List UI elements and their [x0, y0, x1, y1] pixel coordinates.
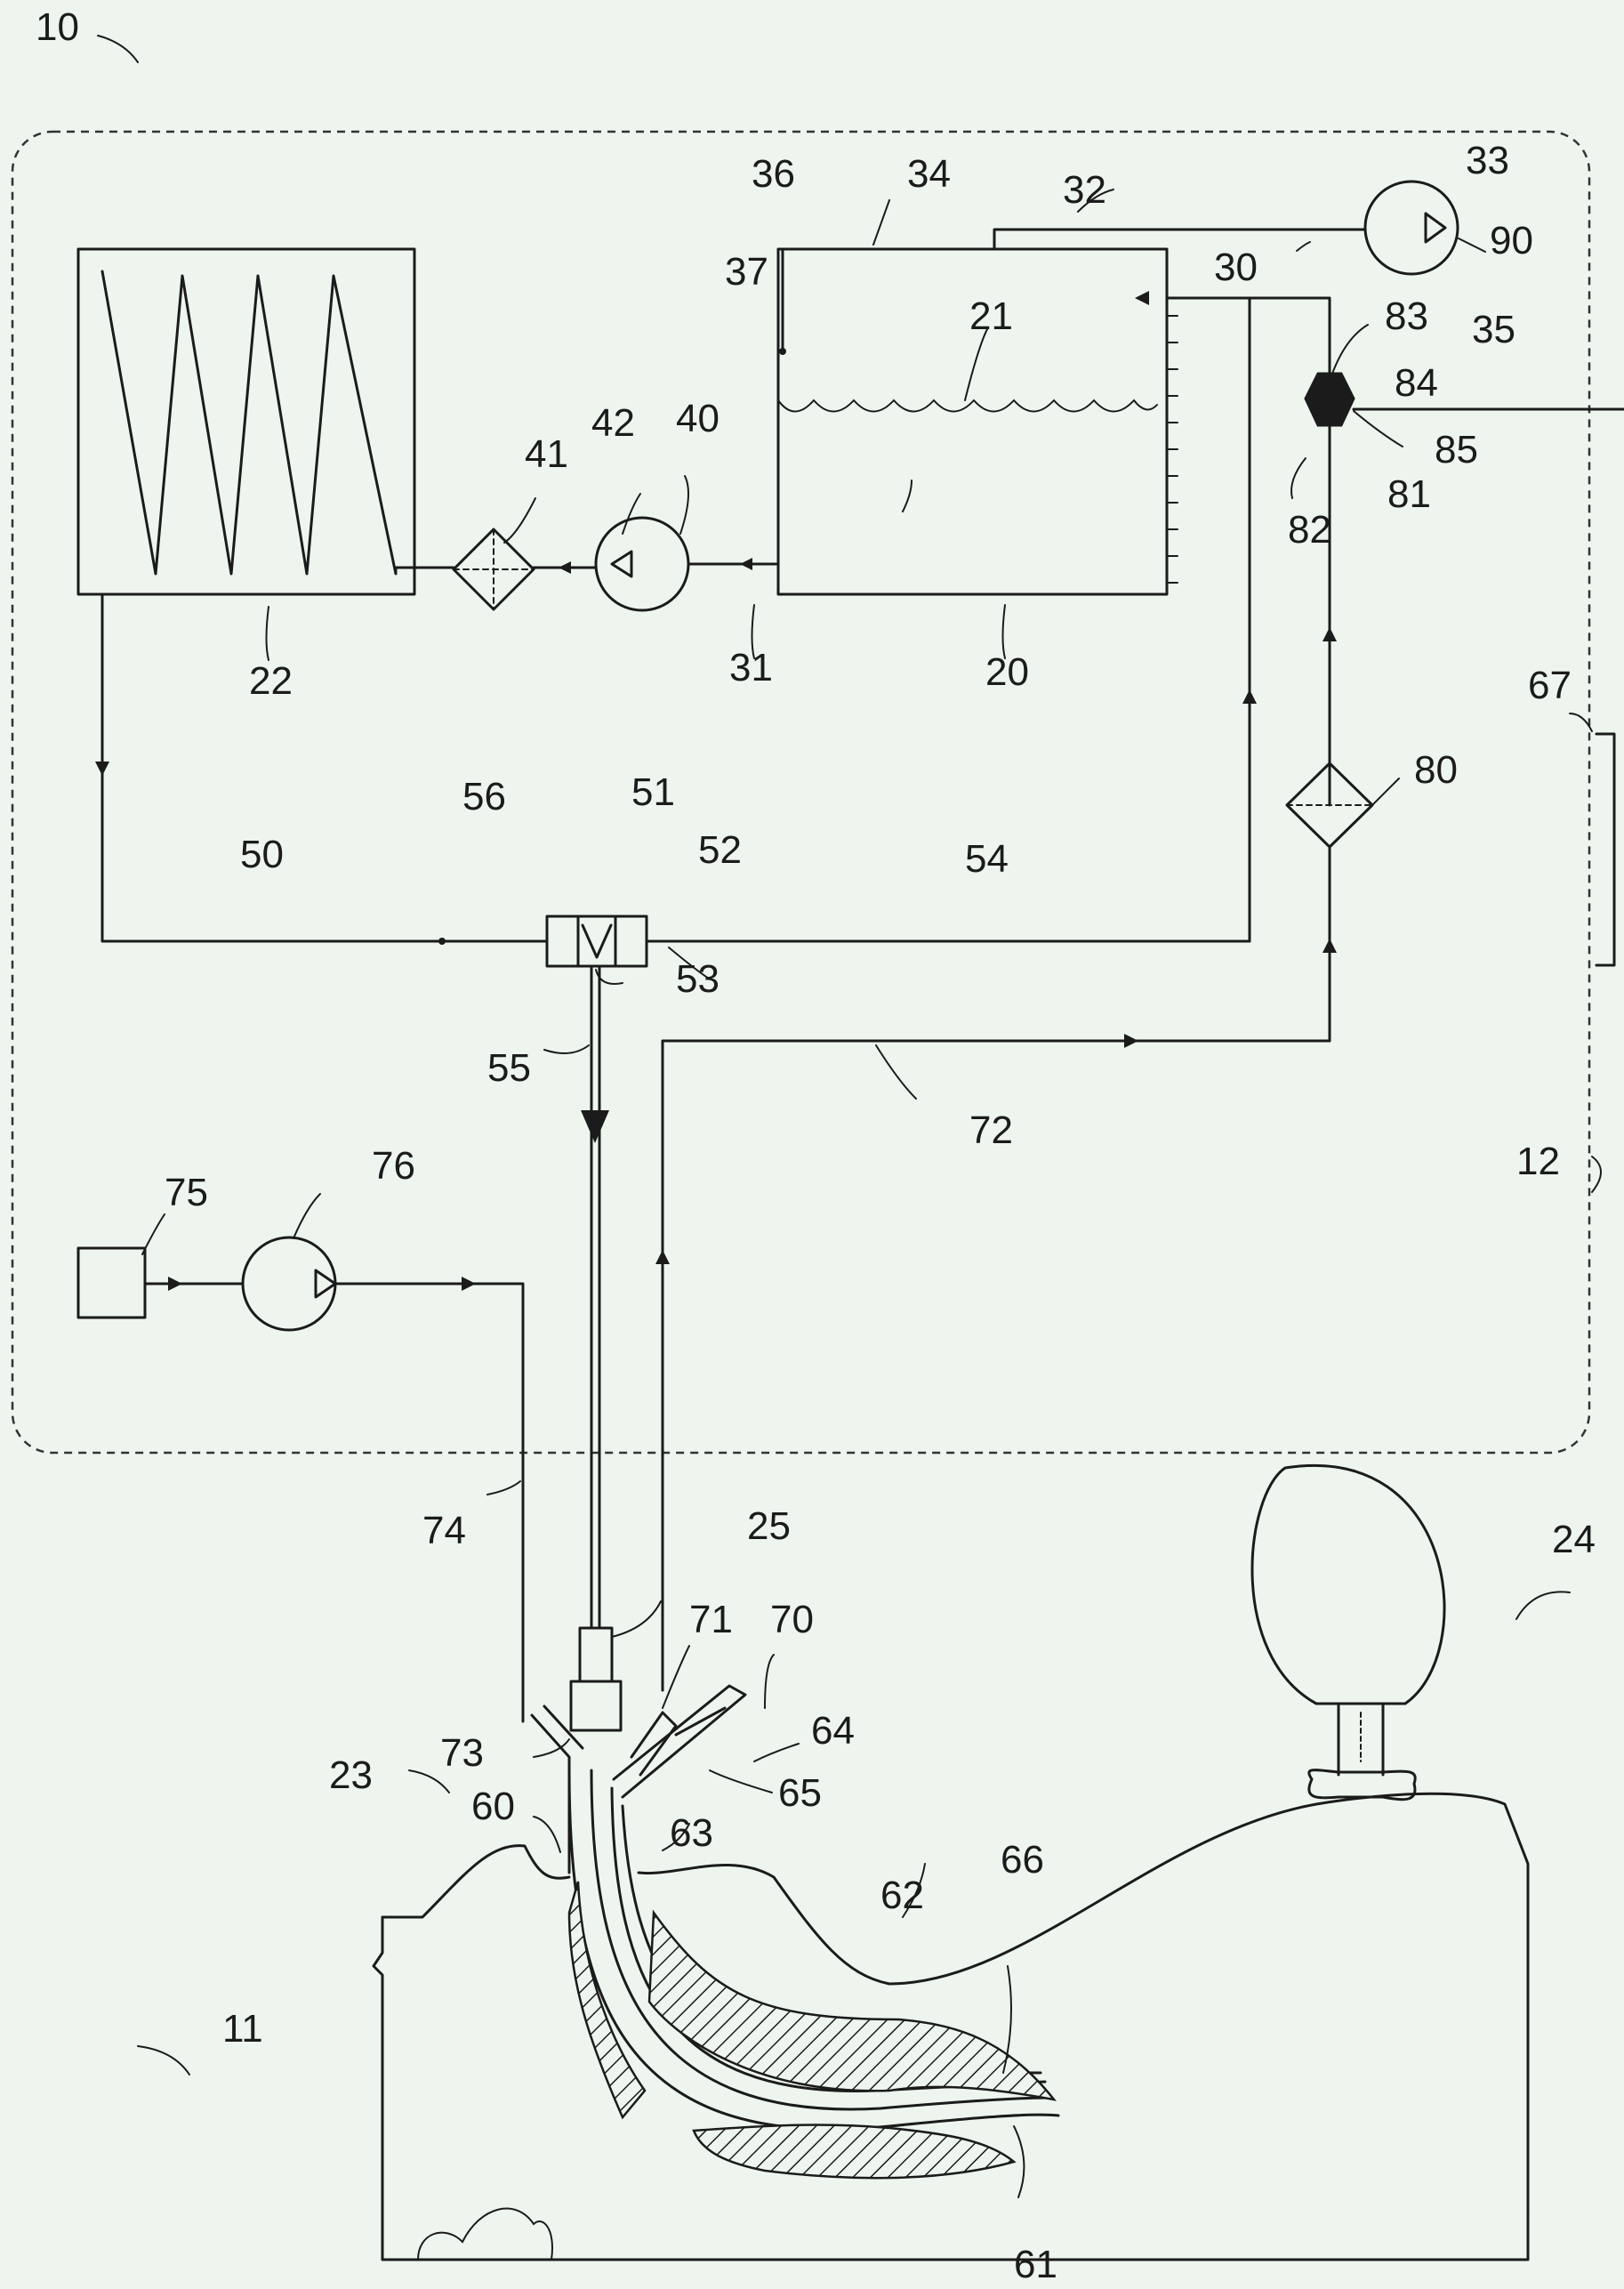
- label-67: 67: [1528, 664, 1572, 707]
- label-11: 11: [222, 2007, 263, 2051]
- label-75: 75: [165, 1171, 208, 1214]
- label-84: 84: [1395, 361, 1438, 405]
- sensor-81: [1304, 372, 1355, 427]
- reference-labels: 10 11 12 20 21 22 23 24 25 30 31 32 33 3…: [36, 5, 1596, 2286]
- label-21: 21: [969, 294, 1013, 338]
- label-12: 12: [1516, 1140, 1560, 1183]
- label-40: 40: [676, 397, 720, 440]
- label-33: 33: [1466, 139, 1509, 182]
- label-55: 55: [487, 1046, 531, 1090]
- label-85: 85: [1435, 428, 1478, 472]
- system-boundary: [11, 130, 1591, 1455]
- label-56: 56: [462, 775, 506, 818]
- source-75: [76, 1246, 147, 1319]
- label-62: 62: [880, 1874, 924, 1917]
- label-74: 74: [422, 1509, 466, 1552]
- label-31: 31: [729, 646, 773, 689]
- label-54: 54: [965, 837, 1009, 881]
- label-36: 36: [752, 152, 795, 196]
- pump-76: [241, 1236, 337, 1332]
- pressure-bag-24: [1250, 1464, 1446, 1801]
- label-51: 51: [631, 770, 675, 814]
- label-34: 34: [907, 152, 951, 196]
- label-82: 82: [1288, 508, 1331, 552]
- patient-body-11: [372, 1792, 1530, 2261]
- label-10: 10: [36, 5, 79, 49]
- label-73: 73: [440, 1731, 484, 1775]
- label-20: 20: [985, 650, 1029, 694]
- label-41: 41: [525, 432, 568, 476]
- label-70: 70: [770, 1598, 814, 1641]
- heater-22: [76, 247, 416, 596]
- label-63: 63: [670, 1811, 713, 1855]
- filter-41: [452, 528, 535, 611]
- valve-51: [545, 915, 648, 968]
- label-37: 37: [725, 250, 768, 294]
- label-80: 80: [1414, 748, 1458, 792]
- label-60: 60: [471, 1785, 515, 1828]
- label-83: 83: [1385, 294, 1428, 338]
- label-81: 81: [1387, 472, 1431, 516]
- label-50: 50: [240, 833, 284, 876]
- label-90: 90: [1490, 219, 1533, 262]
- label-22: 22: [249, 659, 293, 703]
- label-32: 32: [1063, 168, 1106, 212]
- reservoir-20: [776, 247, 1178, 596]
- label-35: 35: [1472, 308, 1515, 351]
- label-30: 30: [1214, 246, 1258, 289]
- label-23: 23: [329, 1753, 373, 1797]
- label-42: 42: [591, 401, 635, 445]
- label-71: 71: [689, 1598, 733, 1641]
- vacuum-pump-33: [1363, 180, 1459, 276]
- label-61: 61: [1014, 2243, 1057, 2286]
- label-25: 25: [747, 1504, 791, 1548]
- pump-40: [594, 516, 690, 612]
- label-52: 52: [698, 828, 742, 872]
- label-66: 66: [1001, 1838, 1044, 1882]
- label-24: 24: [1552, 1518, 1596, 1561]
- label-65: 65: [778, 1771, 822, 1815]
- label-53: 53: [676, 957, 720, 1001]
- label-72: 72: [969, 1108, 1013, 1152]
- label-76: 76: [372, 1144, 415, 1188]
- label-64: 64: [811, 1709, 855, 1753]
